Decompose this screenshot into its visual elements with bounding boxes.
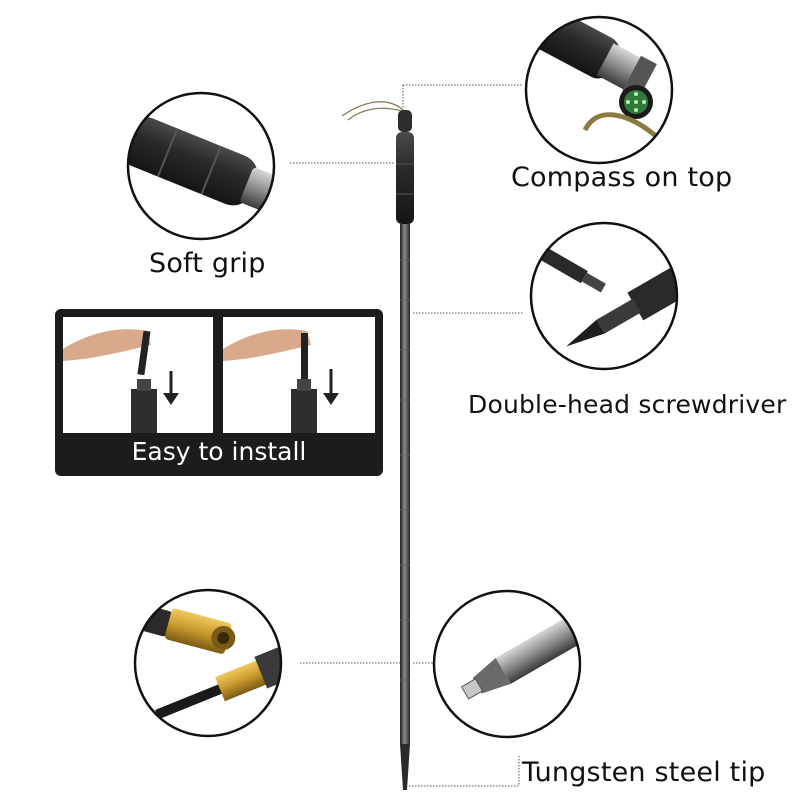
- pole-tip: [400, 744, 410, 790]
- soft-grip-label: Soft grip: [149, 248, 266, 279]
- callout-lines: [290, 84, 523, 787]
- pole-shaft: [400, 224, 410, 744]
- install-arrow-icon: [63, 317, 375, 433]
- compass-icon: [524, 15, 674, 165]
- install-label: Easy to install: [131, 437, 307, 466]
- fire-starter-icon: [133, 588, 283, 738]
- tungsten-tip-label: Tungsten steel tip: [522, 757, 766, 788]
- lanyard: [341, 101, 406, 121]
- tungsten-tip-icon: [432, 589, 582, 739]
- screwdriver-label: Double-head screwdriver: [468, 390, 787, 419]
- install-panel: Easy to install: [55, 309, 383, 476]
- screwdriver-icon: [529, 221, 679, 371]
- trekking-pole: [341, 101, 414, 790]
- compass-label: Compass on top: [511, 162, 733, 193]
- foam-grip-icon: [126, 91, 276, 241]
- pole-grip: [396, 132, 414, 224]
